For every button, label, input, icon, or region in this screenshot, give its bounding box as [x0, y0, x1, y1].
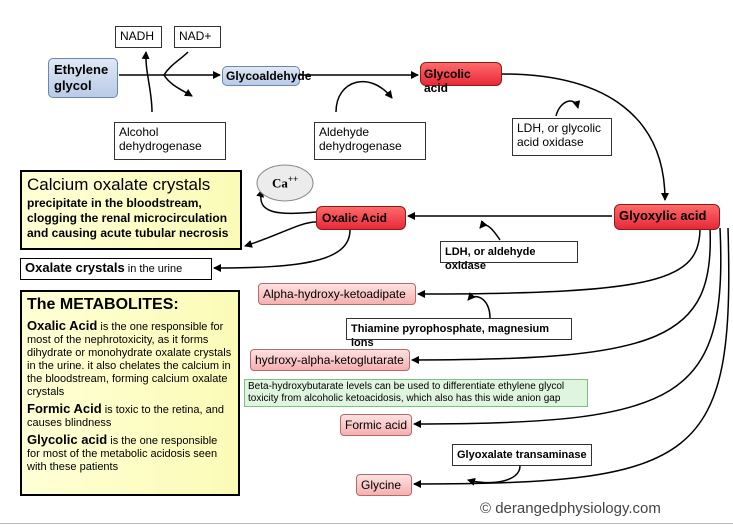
oxalic-text: is the one responsible for most of the n…: [27, 321, 232, 398]
arrow-nadh-out: [141, 51, 153, 113]
arrow-transaminase: [467, 465, 521, 486]
oxalate-urine-box: Oxalate crystals in the urine: [20, 258, 212, 280]
formic-acid-box: Formic acid: [340, 414, 412, 436]
thiamine-box: Thiamine pyrophosphate, magnesium ions: [346, 318, 572, 349]
arrow-nad-in: [163, 51, 193, 97]
bottom-divider: [0, 523, 733, 524]
arrow-aldehyde-dehydrogenase: [335, 81, 393, 113]
beta-hydroxybutyrate-note: Beta-hydroxybutarate levels can be used …: [244, 379, 588, 407]
ldh-aldehyde-oxidase-box: LDH, or aldehyde oxidase: [440, 241, 578, 272]
arrow-oxalic-to-urine: [213, 229, 351, 272]
arrow-oxalic-to-calcium: [244, 221, 317, 248]
arrow-calcium-ion: [256, 189, 317, 215]
in-urine-label: in the urine: [124, 263, 183, 275]
glycolic-text: is the one responsible for most of the m…: [27, 435, 218, 473]
ldh-glycolic-oxidase-box: LDH, or glycolic acid oxidase: [512, 118, 612, 156]
metabolites-title: The METABOLITES:: [27, 296, 179, 313]
glycolic-paragraph: Glycolic acid is the one responsible for…: [27, 432, 233, 474]
glyoxylic-acid-box: Glyoxylic acid: [614, 204, 720, 230]
oxalic-acid-box: Oxalic Acid: [316, 206, 406, 230]
glycine-box: Glycine: [356, 474, 412, 496]
glycoaldehyde-box: Glycoaldehyde: [222, 66, 311, 86]
calcium-ion-label: Ca++: [272, 174, 298, 191]
calcium-oxalate-body: precipitate in the bloodstream, clogging…: [27, 196, 229, 240]
oxalate-crystals-label: Oxalate crystals: [25, 260, 125, 275]
calcium-oxalate-box: Calcium oxalate crystals precipitate in …: [20, 170, 242, 250]
nad-plus-box: NAD+: [174, 26, 221, 48]
calcium-symbol: Ca: [272, 175, 288, 191]
calcium-ion-bubble: [256, 164, 314, 202]
glyoxalate-transaminase-box: Glyoxalate transaminase: [452, 444, 592, 466]
calcium-oxalate-title: Calcium oxalate crystals: [27, 175, 211, 194]
nadh-box: NADH: [115, 26, 162, 48]
hydroxy-alpha-ketoglutarate-box: hydroxy-alpha-ketoglutarate: [250, 349, 410, 371]
arrow-thiamine: [467, 292, 491, 319]
formic-paragraph: Formic Acid is toxic to the retina, and …: [27, 401, 233, 430]
arrow-glyoxylic-to-formic: [413, 227, 722, 428]
ethylene-glycol-box: Ethylene glycol: [48, 58, 118, 98]
arrow-glyoxylic-to-ketoadipate: [417, 227, 701, 298]
oxalic-paragraph: Oxalic Acid is the one responsible for m…: [27, 318, 233, 399]
arrow-glycolic-to-glyoxylic: [501, 73, 669, 201]
copyright-text: © derangedphysiology.com: [480, 500, 661, 517]
aldehyde-dehydrogenase-box: Aldehyde dehydrogenase: [314, 122, 426, 160]
arrow-glyoxylic-to-glycine: [413, 227, 730, 488]
formic-text: is toxic to the retina, and causes blind…: [27, 404, 224, 429]
calcium-charge: ++: [287, 174, 299, 184]
arrow-ldh-glycolic: [555, 100, 581, 117]
alpha-hydroxy-ketoadipate-box: Alpha-hydroxy-ketoadipate: [258, 283, 416, 305]
glycolic-acid-box: Glycolic acid: [420, 62, 502, 95]
arrow-ldh-aldehyde: [479, 220, 501, 241]
arrow-glyoxylic-to-ketoglutarate: [411, 227, 712, 364]
metabolites-panel: The METABOLITES: Oxalic Acid is the one …: [20, 290, 240, 496]
oxalic-name: Oxalic Acid: [27, 318, 98, 333]
alcohol-dehydrogenase-box: Alcohol dehydrogenase: [114, 122, 226, 160]
formic-name: Formic Acid: [27, 401, 102, 416]
glycolic-name: Glycolic acid: [27, 432, 108, 447]
